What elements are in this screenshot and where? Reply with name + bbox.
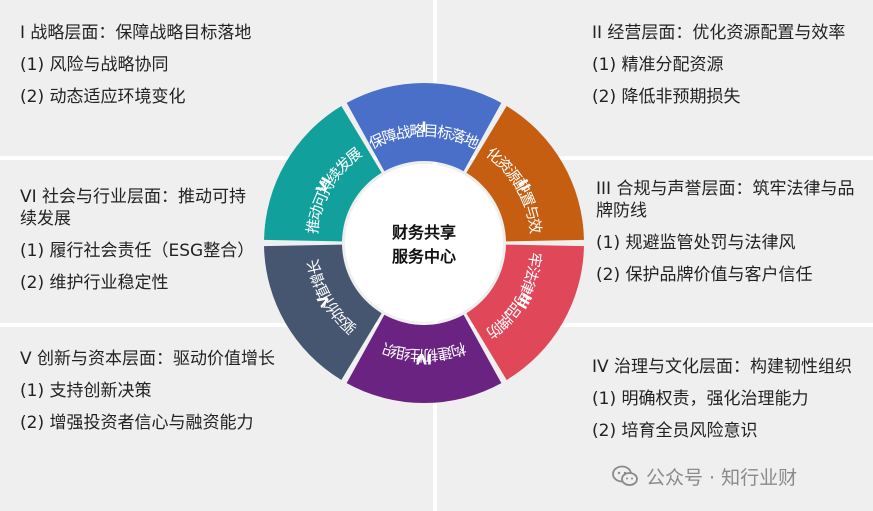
operations-block: II 经营层面：优化资源配置与效率 (1) 精准分配资源 (2) 降低非预期损失 <box>592 22 862 118</box>
block-item: (2) 维护行业稳定性 <box>20 273 169 293</box>
wechat-icon <box>612 465 638 486</box>
block-item: (2) 增强投资者信心与融资能力 <box>20 413 254 433</box>
center-title-line1: 财务共享 <box>391 223 456 242</box>
compliance-block: III 合规与声誉层面：筑牢法律与品牌防线 (1) 规避监管处罚与法律风 (2)… <box>596 178 856 296</box>
center-title-line2: 服务中心 <box>392 247 456 266</box>
block-heading: III 合规与声誉层面：筑牢法律与品牌防线 <box>596 179 855 221</box>
block-item: (2) 保护品牌价值与客户信任 <box>596 265 813 285</box>
block-item: (1) 风险与战略协同 <box>20 55 169 75</box>
segment-numeral-3: III <box>513 290 535 312</box>
strategy-block: I 战略层面：保障战略目标落地 (1) 风险与战略协同 (2) 动态适应环境变化 <box>20 22 320 118</box>
block-heading: I 战略层面：保障战略目标落地 <box>20 23 252 43</box>
center-circle <box>345 164 503 322</box>
wheel-segment-2 <box>466 105 584 242</box>
block-item: (1) 支持创新决策 <box>20 381 152 401</box>
quadrant-strategy <box>0 0 433 156</box>
block-heading: II 经营层面：优化资源配置与效率 <box>592 23 846 43</box>
innovation-block: V 创新与资本层面：驱动价值增长 (1) 支持创新决策 (2) 增强投资者信心与… <box>20 348 320 444</box>
block-item: (2) 动态适应环境变化 <box>20 87 186 107</box>
wheel-segment-4 <box>346 314 502 403</box>
block-item: (2) 降低非预期损失 <box>592 87 741 107</box>
block-heading: V 创新与资本层面：驱动价值增长 <box>20 349 276 369</box>
block-heading: VI 社会与行业层面：推动可持续发展 <box>20 187 247 229</box>
wheel-segment-6 <box>264 105 382 242</box>
block-item: (1) 明确权责，强化治理能力 <box>592 389 809 409</box>
block-item: (2) 培育全员风险意识 <box>592 421 758 441</box>
segment-numeral-6: VI <box>313 175 335 197</box>
segment-numeral-1: I <box>421 120 426 136</box>
wheel-segment-3 <box>466 244 584 381</box>
watermark: 公众号 · 知行业财 <box>612 463 797 489</box>
block-heading: IV 治理与文化层面：构建韧性组织 <box>592 357 853 377</box>
social-block: VI 社会与行业层面：推动可持续发展 (1) 履行社会责任（ESG整合） (2)… <box>20 186 260 304</box>
block-item: (1) 规避监管处罚与法律风 <box>596 233 796 253</box>
wheel-segment-1 <box>346 83 502 172</box>
watermark-text: 公众号 · 知行业财 <box>646 466 798 489</box>
segment-numeral-4: IV <box>416 350 432 366</box>
governance-block: IV 治理与文化层面：构建韧性组织 (1) 明确权责，强化治理能力 (2) 培育… <box>592 356 867 452</box>
block-item: (1) 精准分配资源 <box>592 55 724 75</box>
wheel-segment-5 <box>264 244 382 381</box>
block-item: (1) 履行社会责任（ESG整合） <box>20 241 255 261</box>
